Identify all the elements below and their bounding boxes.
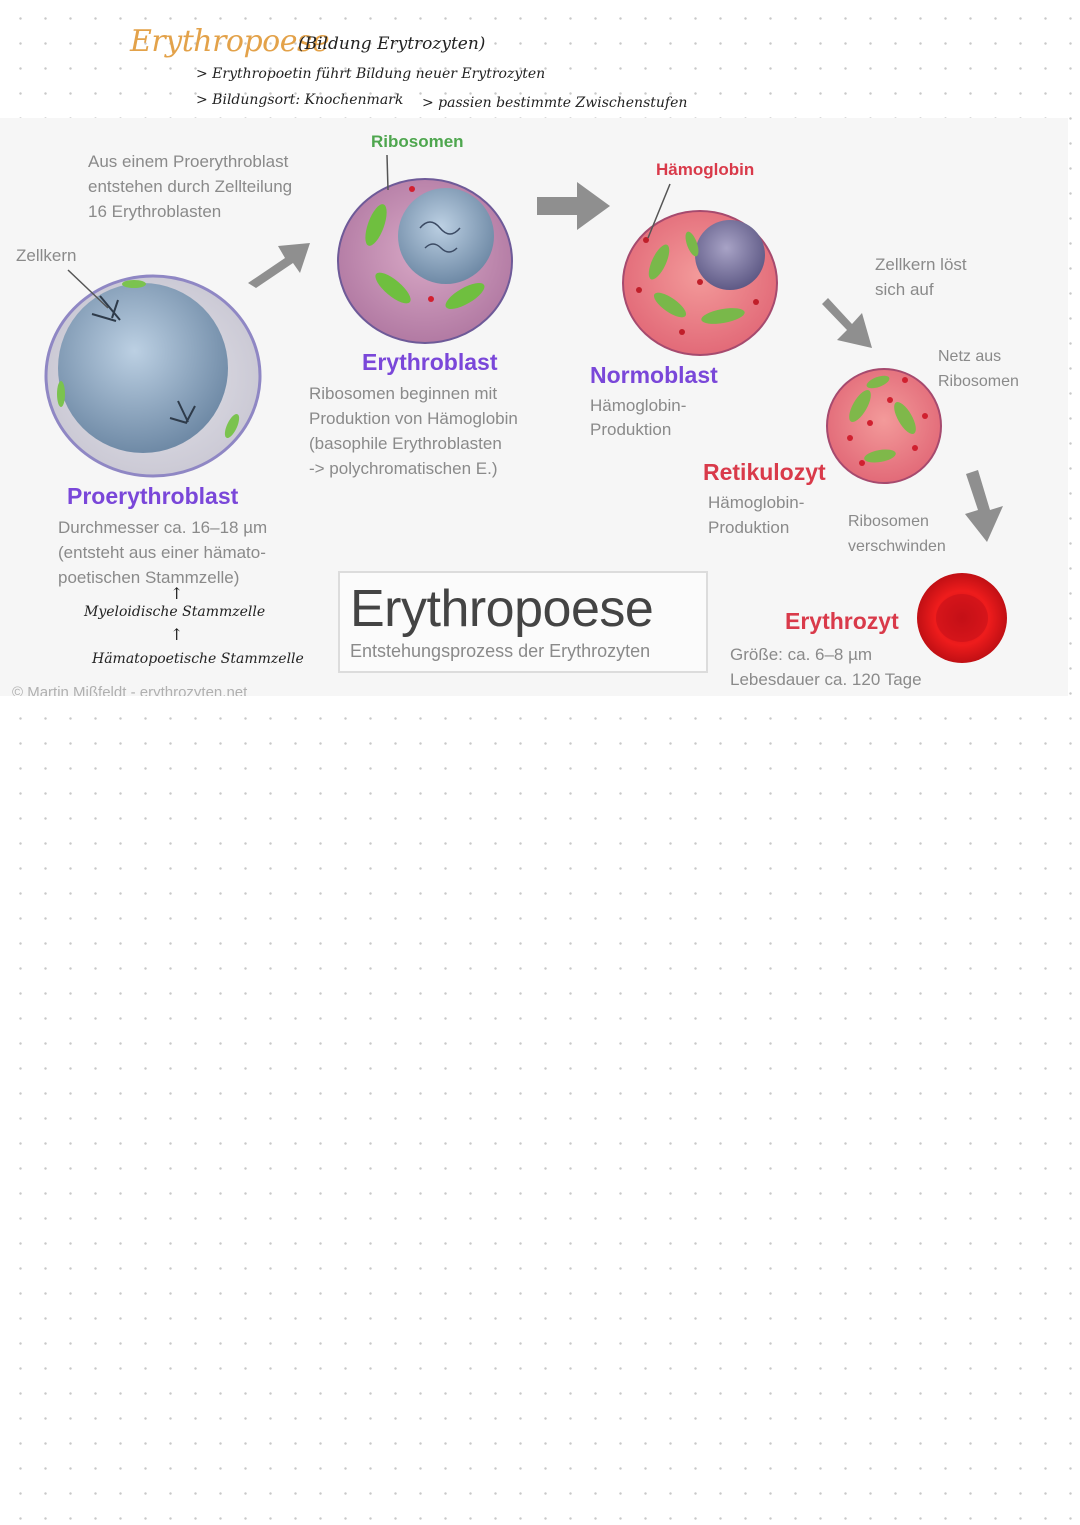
- normoblast-cell: [622, 210, 778, 356]
- ribosomen-pointer: [386, 154, 389, 191]
- erythrozyt-desc-1: Größe: ca. 6–8 µm: [730, 645, 873, 664]
- retikulozyt-desc-2: Produktion: [708, 518, 790, 537]
- erythropoese-diagram: Zellkern Aus einem Proerythroblast entst…: [0, 118, 1068, 696]
- haemoglobin-tag: Hämoglobin: [656, 160, 755, 179]
- arrow-3: [822, 298, 872, 348]
- diagram-graphics: [44, 154, 1007, 663]
- hand-arrow-up-1: ↑: [170, 584, 184, 603]
- zellkern-label: Zellkern: [16, 246, 77, 265]
- normoblast-name: Normoblast: [590, 362, 718, 388]
- zellkern-pointer: [67, 269, 109, 309]
- arrow-1: [248, 243, 310, 288]
- erythroblast-desc-4: -> polychromatischen E.): [309, 459, 498, 478]
- erythrozyt-name: Erythrozyt: [785, 608, 899, 634]
- netz-label-2: Ribosomen: [938, 373, 1019, 390]
- normoblast-desc-2: Produktion: [590, 420, 672, 439]
- intro-line-1: Aus einem Proerythroblast: [88, 152, 289, 171]
- hand-haemato: Hämatopoetische Stammzelle: [92, 651, 304, 667]
- erythroblast-cell: [337, 178, 513, 344]
- haemoglobin-pointer: [647, 183, 671, 239]
- arrow-2: [537, 182, 610, 230]
- erythroblast-desc-3: (basophile Erythroblasten: [309, 434, 502, 453]
- intro-line-2: entstehen durch Zellteilung: [88, 177, 293, 196]
- retikulozyt-name: Retikulozyt: [703, 459, 826, 485]
- arrow-4: [965, 470, 1003, 542]
- proerythroblast-cell: [44, 274, 262, 478]
- erythroblast-desc-2: Produktion von Hämoglobin: [309, 409, 518, 428]
- erythrozyt-cell: [917, 573, 1007, 663]
- netz-label-1: Netz aus: [938, 348, 1002, 365]
- zellkern-loest-2: sich auf: [875, 280, 934, 299]
- ribosomen-verschwinden-1: Ribosomen: [848, 513, 929, 530]
- ribosomen-verschwinden-2: verschwinden: [848, 538, 946, 555]
- note-line-3: > passien bestimmte Zwischenstufen: [422, 95, 688, 111]
- erythroblast-name: Erythroblast: [362, 349, 498, 375]
- erythroblast-desc-1: Ribosomen beginnen mit: [309, 384, 498, 403]
- copyright-text: © Martin Mißfeldt - erythrozyten.net: [12, 684, 248, 696]
- page-subtitle: (Bildung Erytrozyten): [298, 34, 486, 54]
- note-line-2: > Bildungsort: Knochenmark: [196, 92, 404, 108]
- proerythroblast-name: Proerythroblast: [67, 483, 239, 509]
- retikulozyt-desc-1: Hämoglobin-: [708, 493, 805, 512]
- diagram-subtitle: Entstehungsprozess der Erythrozyten: [350, 641, 651, 661]
- hand-arrow-up-2: ↑: [170, 625, 184, 644]
- retikulozyt-cell: [826, 368, 942, 484]
- diagram-title: Erythropoese: [350, 580, 654, 638]
- zellkern-loest-1: Zellkern löst: [875, 255, 967, 274]
- proerythroblast-desc-1: Durchmesser ca. 16–18 µm: [58, 518, 268, 537]
- diagram-title-box: Erythropoese Entstehungsprozess der Eryt…: [338, 571, 708, 673]
- intro-line-3: 16 Erythroblasten: [88, 202, 222, 221]
- note-line-1: > Erythropoetin führt Bildung neuer Eryt…: [196, 66, 546, 82]
- page-title: Erythropoese: [130, 24, 330, 59]
- hand-myeloid: Myeloidische Stammzelle: [84, 604, 266, 620]
- erythrozyt-desc-2: Lebesdauer ca. 120 Tage: [730, 670, 922, 689]
- proerythroblast-desc-2: (entsteht aus einer hämato-: [58, 543, 266, 562]
- proerythroblast-desc-3: poetischen Stammzelle): [58, 568, 240, 587]
- ribosomen-tag: Ribosomen: [371, 132, 464, 151]
- normoblast-desc-1: Hämoglobin-: [590, 396, 687, 415]
